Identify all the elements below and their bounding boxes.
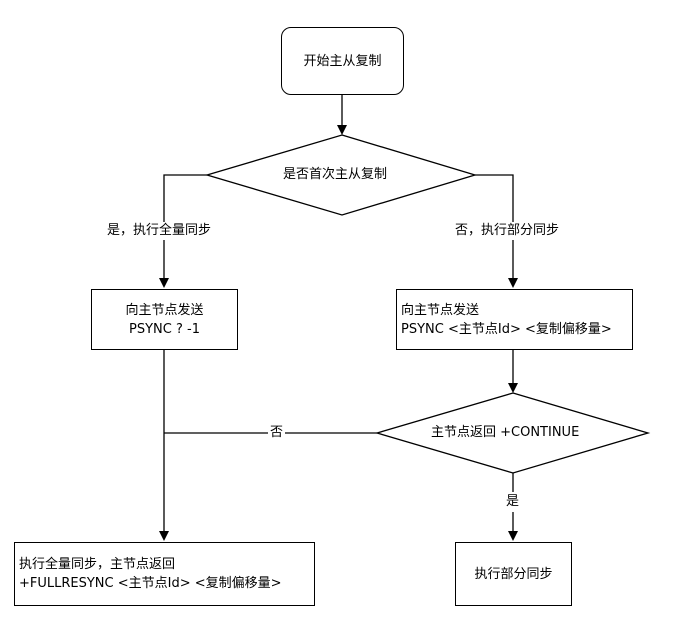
decision-first-label: 是否首次主从复制 bbox=[283, 167, 388, 182]
full-sync-line1: 执行全量同步，主节点返回 bbox=[19, 557, 176, 572]
send-partial-node: 向主节点发送 PSYNC <主节点Id> <复制偏移量> bbox=[396, 289, 633, 350]
edge-label-yes-full: 是，执行全量同步 bbox=[107, 222, 212, 240]
full-sync-line2: +FULLRESYNC <主节点Id> <复制偏移量> bbox=[19, 576, 282, 591]
send-partial-line2: PSYNC <主节点Id> <复制偏移量> bbox=[401, 321, 612, 337]
full-sync-node: 执行全量同步，主节点返回 +FULLRESYNC <主节点Id> <复制偏移量> bbox=[14, 542, 315, 606]
decision-continue-label: 主节点返回 +CONTINUE bbox=[431, 425, 580, 440]
edge-no-partial bbox=[475, 174, 518, 288]
edge-label-no-continue: 否 bbox=[268, 424, 286, 442]
send-full-line1: 向主节点发送 bbox=[125, 302, 204, 318]
decision-first-diamond bbox=[204, 134, 478, 216]
edge-label-no-partial: 否，执行部分同步 bbox=[455, 222, 560, 240]
edge-yes-full bbox=[159, 174, 207, 288]
send-partial-line1: 向主节点发送 bbox=[401, 302, 480, 318]
start-node-label: 开始主从复制 bbox=[303, 53, 382, 69]
send-full-line2: PSYNC ? -1 bbox=[129, 321, 200, 337]
start-node: 开始主从复制 bbox=[281, 27, 404, 95]
send-full-node: 向主节点发送 PSYNC ? -1 bbox=[91, 289, 238, 350]
edge-label-yes-continue: 是 bbox=[506, 492, 520, 512]
partial-sync-label: 执行部分同步 bbox=[474, 566, 553, 582]
partial-sync-node: 执行部分同步 bbox=[455, 542, 572, 606]
